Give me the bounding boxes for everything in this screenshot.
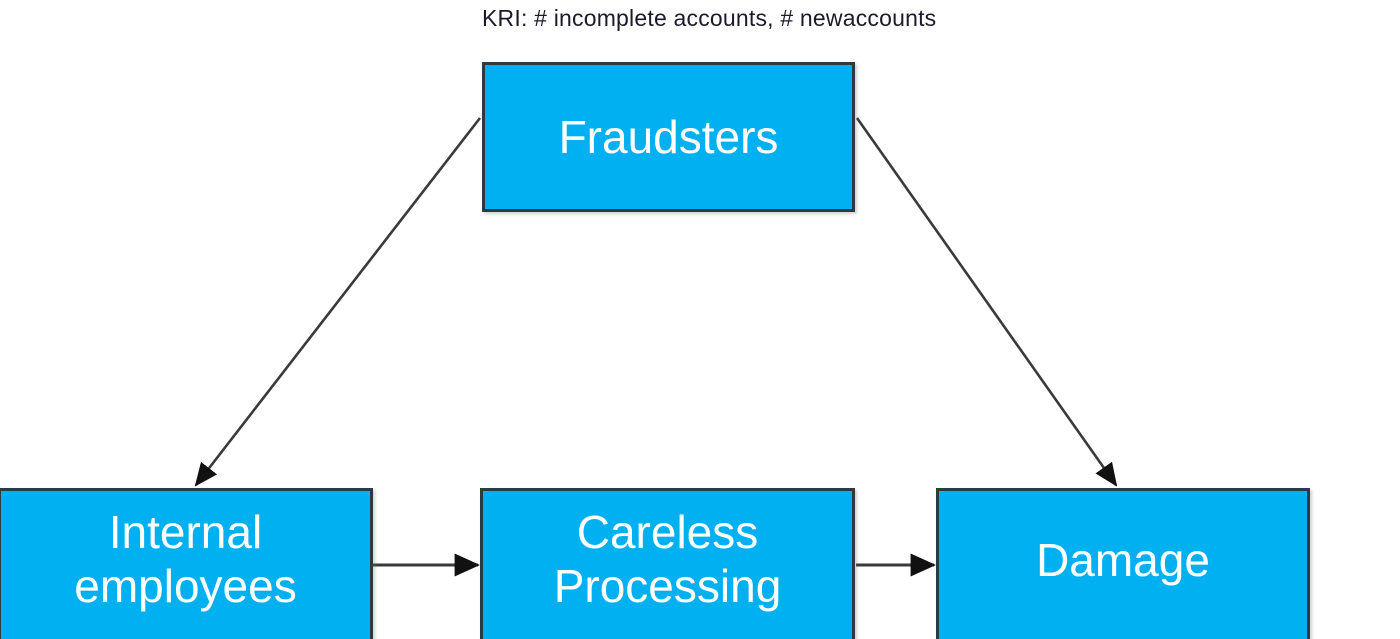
edge-fraudsters-to-internal-employees xyxy=(194,117,482,487)
node-internal-employees[interactable]: Internal employees xyxy=(0,488,373,639)
node-fraudsters-label: Fraudsters xyxy=(558,111,779,163)
node-careless-processing-label: Careless Processing xyxy=(553,506,782,612)
node-careless-processing[interactable]: Careless Processing xyxy=(480,488,855,639)
node-damage-label: Damage xyxy=(1036,534,1210,586)
kri-annotation: KRI: # incomplete accounts, # newaccount… xyxy=(482,5,937,31)
node-damage[interactable]: Damage xyxy=(936,488,1310,639)
edge-fraudsters-to-damage xyxy=(855,117,1118,487)
node-internal-employees-label: Internal employees xyxy=(74,506,297,612)
node-fraudsters[interactable]: Fraudsters xyxy=(482,62,855,212)
